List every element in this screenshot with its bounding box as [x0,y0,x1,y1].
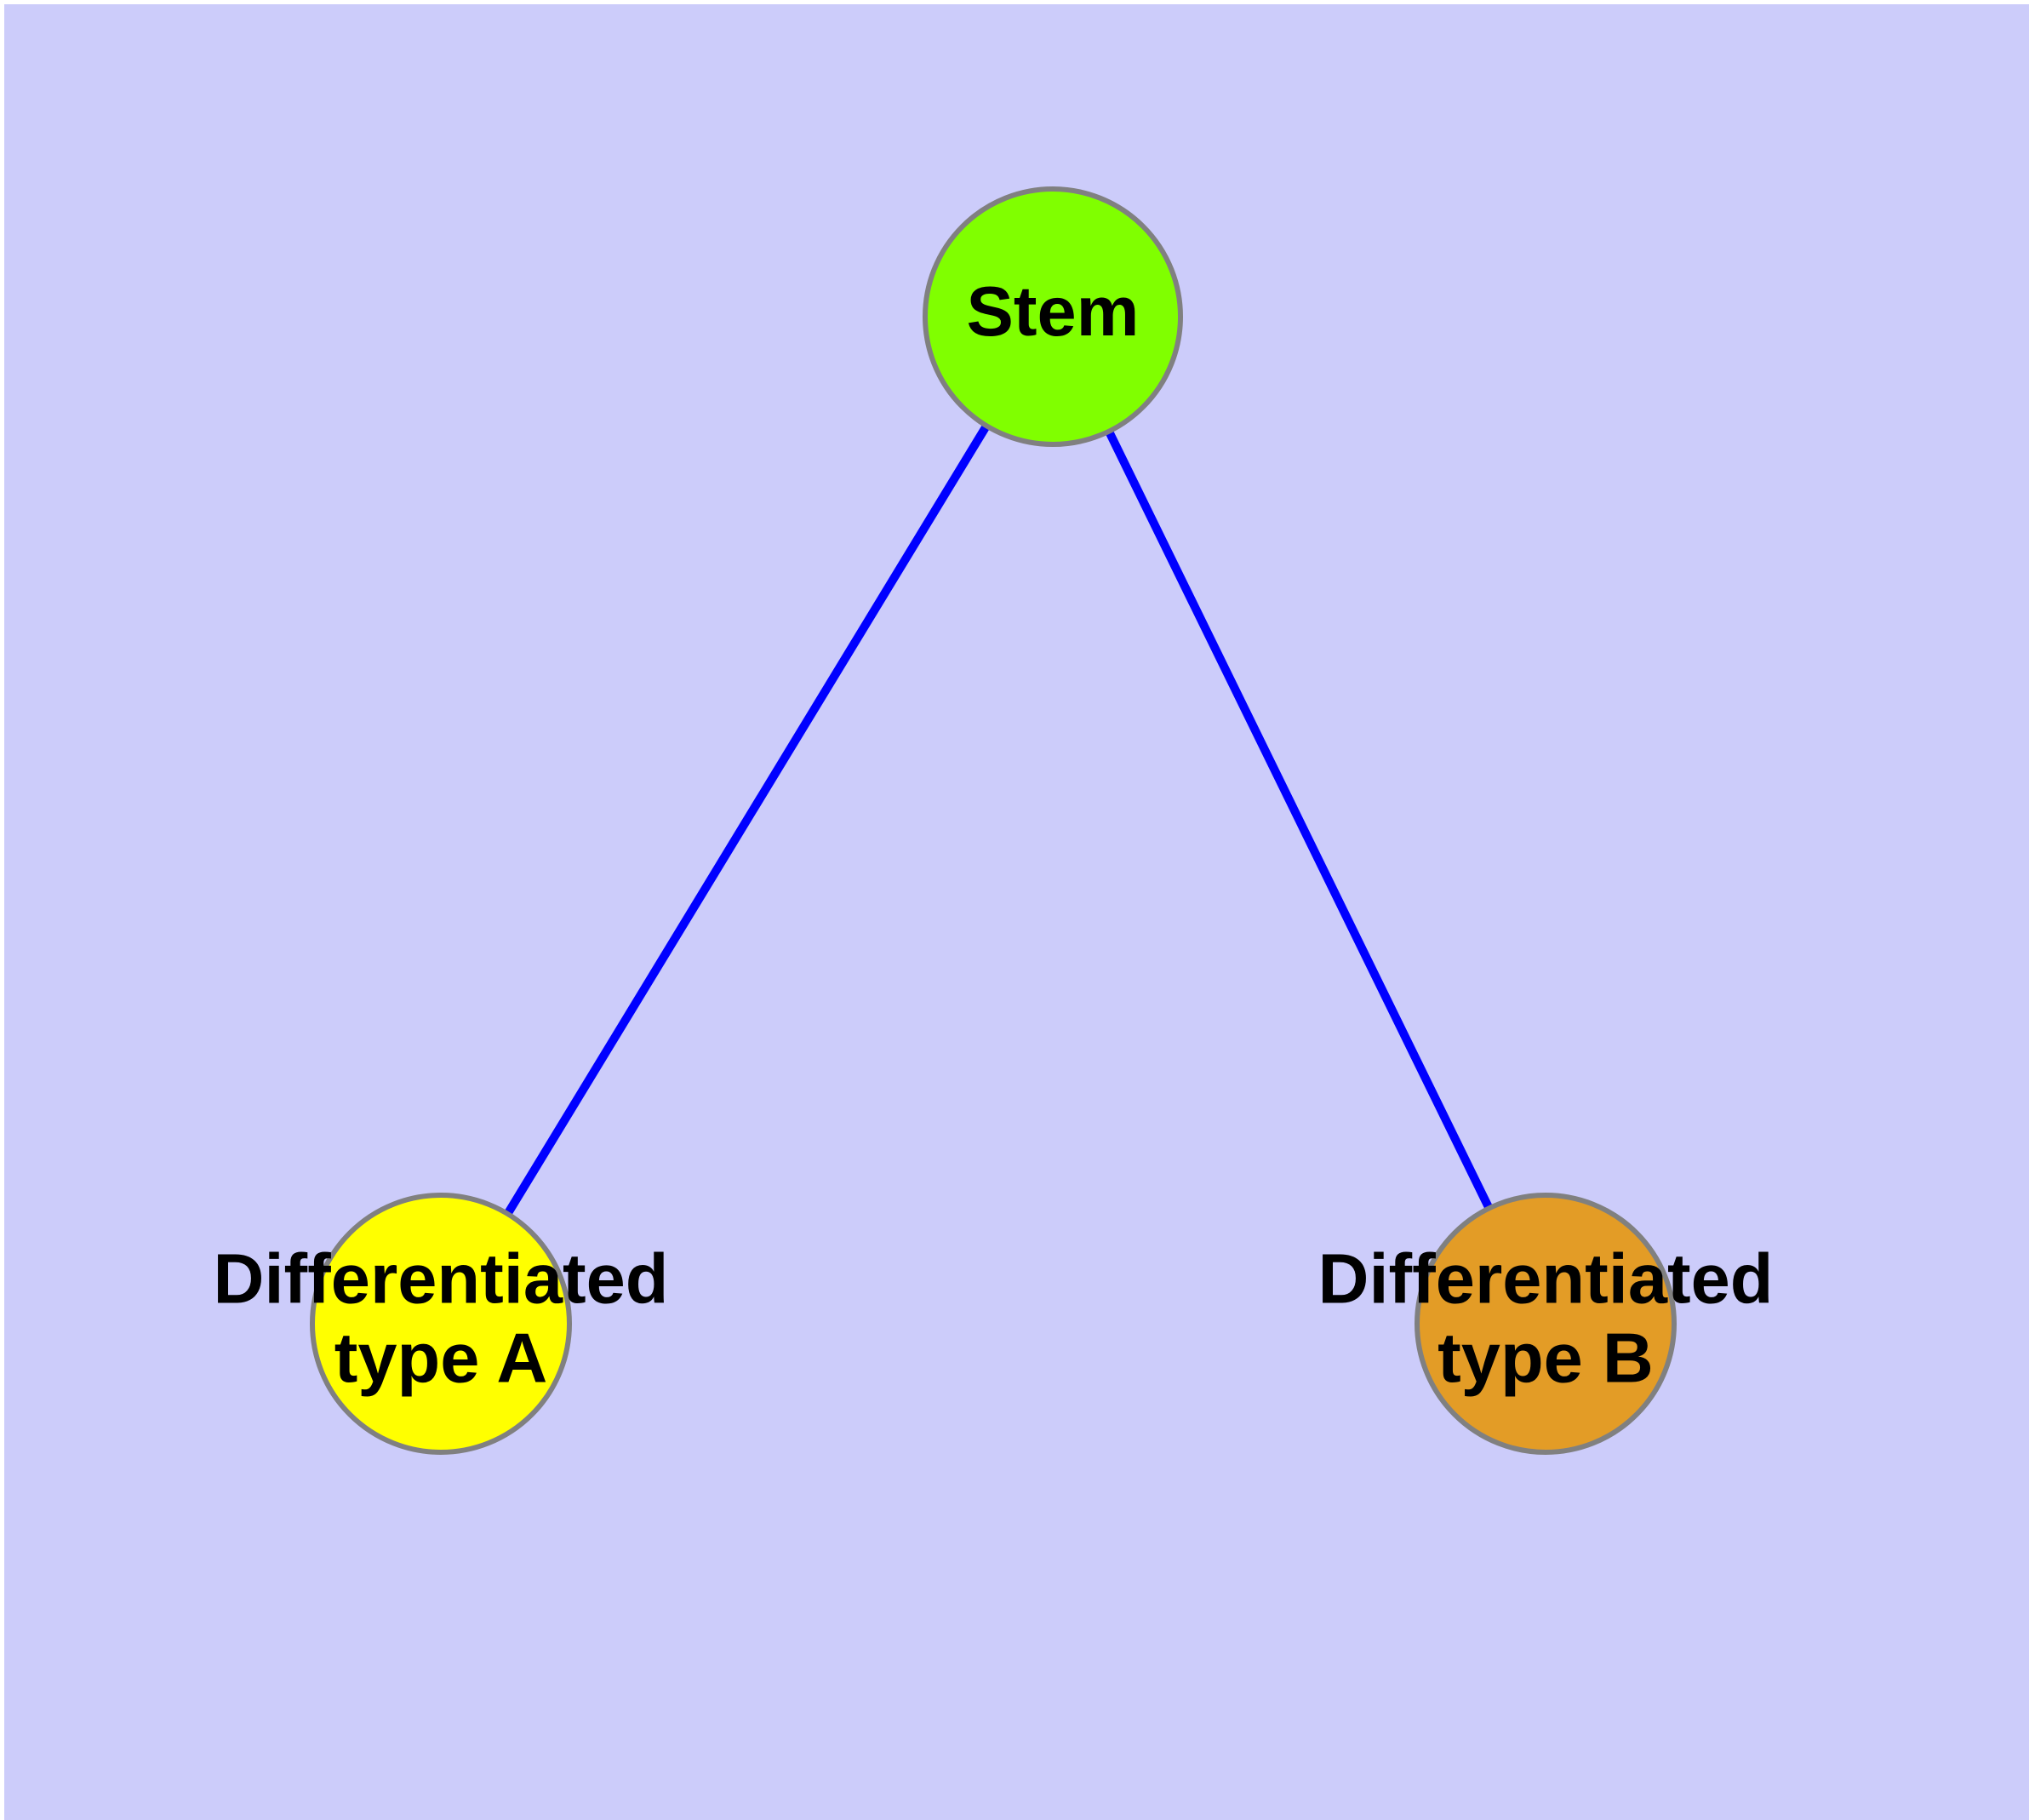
node-label: Stem [967,272,1140,351]
node-circle[interactable] [1415,1193,1677,1455]
graph-edge [504,423,991,1216]
node-label-line: Differentiated [1318,1239,1774,1318]
node-circle[interactable] [310,1193,572,1455]
node-label-line: type A [334,1318,548,1397]
node-circle[interactable] [923,186,1183,447]
graph-edge [1105,429,1494,1210]
node-label-line: type B [1437,1318,1654,1397]
node-label-line: Stem [967,272,1140,351]
edges-layer [504,423,1494,1216]
node-label-line: Differentiated [214,1239,669,1318]
graph-node-stem[interactable]: Stem [923,186,1183,447]
